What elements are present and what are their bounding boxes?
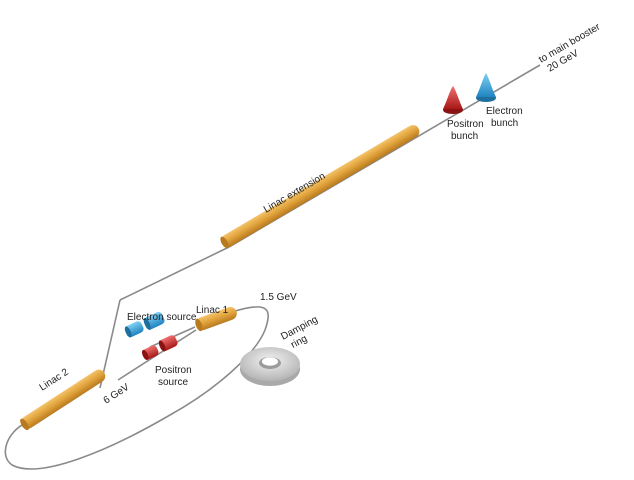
electron-bunch-line2: bunch <box>491 118 518 129</box>
positron-bunch-line1: Positron <box>447 119 484 130</box>
linac-extension <box>220 125 420 249</box>
to-booster-label: to main booster 20 GeV <box>537 20 611 76</box>
electron-bunch-label: Electron bunch <box>486 106 525 129</box>
positron-bunch-label: Positron bunch <box>447 119 486 142</box>
linac1-label: Linac 1 <box>196 305 229 316</box>
positron-source <box>141 335 178 361</box>
electron-bunch-line1: Electron <box>486 106 523 117</box>
linac-1 <box>195 307 237 332</box>
electron-source <box>124 311 165 338</box>
linac-2 <box>20 369 106 431</box>
electron-source-link <box>119 246 230 301</box>
positron-source-module <box>158 335 178 352</box>
positron-source-line1: Positron <box>155 365 192 376</box>
linac1-ring-loop <box>4 306 269 470</box>
positron-bunch-line2: bunch <box>451 131 478 142</box>
positron-source-line2: source <box>158 377 188 388</box>
labels: to main booster 20 GeV Positron bunch El… <box>38 20 611 407</box>
positron-source-module <box>141 345 159 361</box>
electron-source-module <box>124 321 144 338</box>
electron-bunch <box>476 73 496 102</box>
damping-ring <box>240 347 300 386</box>
damping-ring-label: Damping ring <box>279 313 328 353</box>
linac2-label: Linac 2 <box>38 366 71 393</box>
energy-1-5-label: 1.5 GeV <box>260 292 297 303</box>
electron-source-module <box>143 311 165 330</box>
positron-bunch <box>443 86 463 114</box>
electron-source-label: Electron source <box>127 312 197 323</box>
energy-6-label: 6 GeV <box>102 382 132 407</box>
positron-source-label: Positron source <box>155 365 194 388</box>
